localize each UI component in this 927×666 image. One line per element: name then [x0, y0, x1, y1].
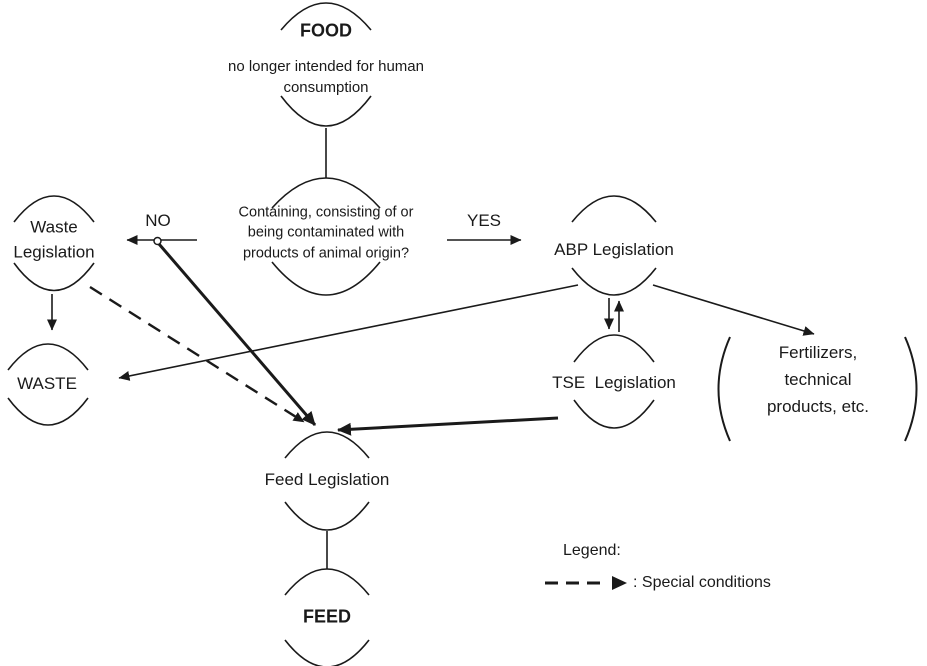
feed-legislation-top-arc	[284, 431, 370, 459]
feed-node-bottom-arc	[284, 639, 370, 666]
food-node-subtitle: no longer intended for human consumption	[228, 58, 424, 96]
legend-special-conditions-label: : Special conditions	[633, 574, 771, 591]
fertilizers-line-3: products, etc.	[766, 397, 870, 417]
tse-legislation-bottom-arc	[573, 399, 655, 429]
feed-legislation-node-title: Feed Legislation	[264, 470, 390, 489]
feed-legislation-bottom-arc	[284, 501, 370, 531]
abp-to-waste-arrow	[118, 284, 579, 381]
waste-legislation-top-arc	[13, 195, 95, 223]
legend-arrowhead-icon	[612, 576, 627, 590]
food-node-bottom-arc	[280, 95, 372, 127]
tse-legislation-top-arc	[573, 334, 655, 363]
fertilizers-left-bracket	[717, 336, 731, 442]
question-line-3: products of animal origin?	[242, 245, 410, 262]
yes-branch-label: YES	[466, 211, 502, 230]
no-branch-label: NO	[145, 211, 171, 230]
waste-node-top-arc	[7, 343, 89, 371]
no-branch-to-feedlegislation-arrow	[157, 243, 317, 426]
fertilizers-node-text: Fertilizers, technical products, etc.	[767, 339, 869, 421]
tse-legislation-node-title: TSE Legislation	[552, 373, 676, 392]
feed-node-top-arc	[284, 568, 370, 596]
question-line-2: being contaminated with	[247, 224, 405, 241]
abp-legislation-bottom-arc	[571, 267, 657, 296]
special-conditions-dashed-arrow	[89, 285, 305, 424]
question-node-top-arc	[271, 177, 381, 209]
question-node-bottom-arc	[271, 261, 381, 296]
food-node-title: FOOD	[300, 20, 352, 41]
waste-node-bottom-arc	[7, 397, 89, 426]
legend-title: Legend:	[563, 542, 621, 559]
abp-legislation-node-title: ABP Legislation	[554, 240, 674, 259]
fertilizers-line-1: Fertilizers,	[778, 343, 858, 363]
fertilizers-line-2: technical	[784, 370, 852, 390]
waste-node-title: WASTE	[17, 374, 77, 393]
waste-legislation-line-2: Legislation	[13, 242, 95, 261]
waste-legislation-bottom-arc	[13, 262, 95, 292]
question-line-1: Containing, consisting of or	[238, 204, 414, 221]
fertilizers-right-bracket	[904, 336, 918, 442]
abp-to-fertilizers-arrow	[652, 284, 815, 336]
waste-legislation-node-title: Waste Legislation	[13, 215, 94, 264]
feed-node-title: FEED	[302, 606, 352, 627]
question-node-text: Containing, consisting of or being conta…	[239, 203, 414, 264]
abp-legislation-top-arc	[571, 195, 657, 223]
food-node-top-arc	[280, 2, 372, 31]
tse-to-feedlegislation-arrow	[337, 416, 559, 436]
waste-legislation-line-1: Waste	[30, 217, 78, 237]
branch-point-circle-icon	[153, 236, 162, 246]
